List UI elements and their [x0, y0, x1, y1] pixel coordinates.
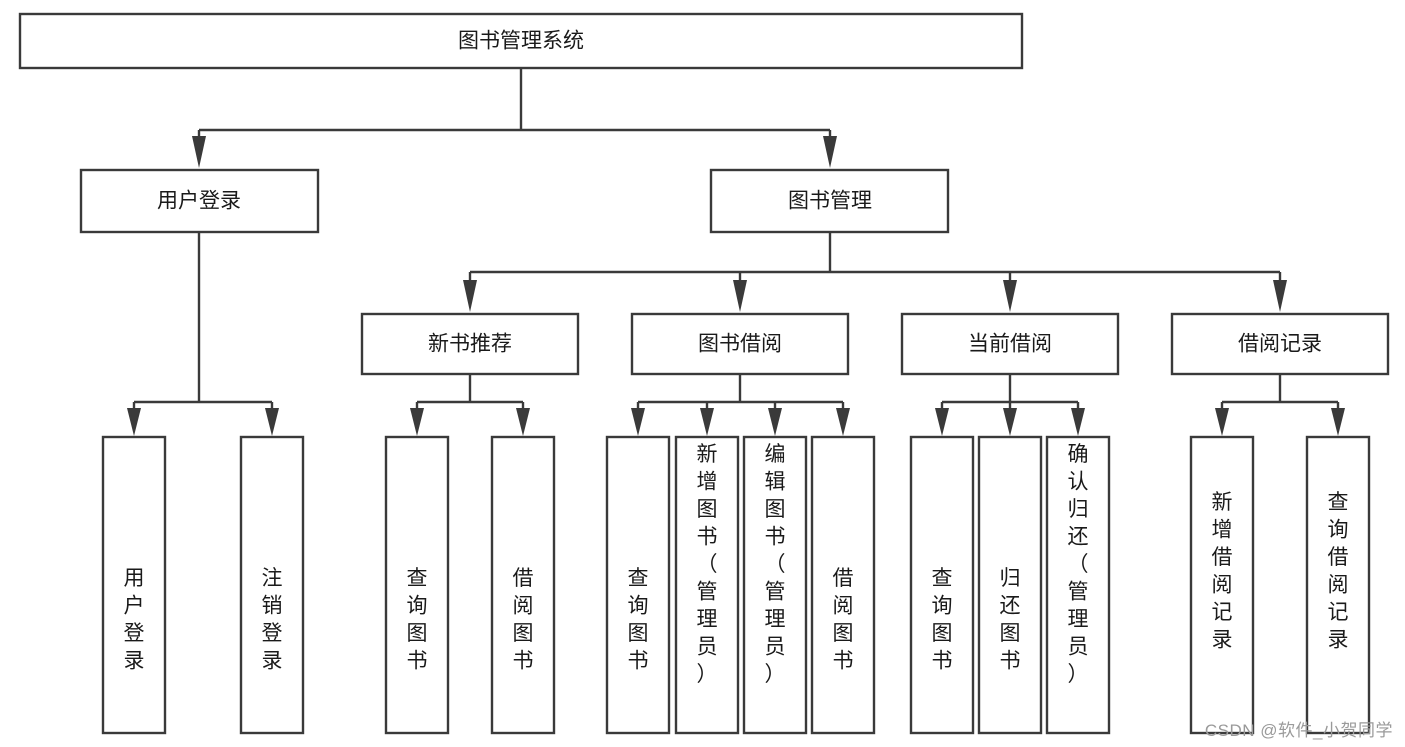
node-leaf-current-borrow-3[interactable]: 确认归还（管理员） — [1045, 435, 1111, 735]
node-leaf-borrow-record-1-box — [1189, 435, 1255, 735]
node-new-book-recommend[interactable]: 新书推荐 — [360, 312, 580, 376]
node-leaf-new-book-2-box — [490, 435, 556, 735]
connector-group-book-borrow — [631, 374, 850, 436]
node-leaf-current-borrow-1-box — [909, 435, 975, 735]
node-current-borrow-label: 当前借阅 — [968, 333, 1052, 356]
connector-group-user-login — [127, 232, 279, 436]
node-root-system-label: 图书管理系统 — [458, 30, 584, 53]
node-borrow-record-box — [1170, 312, 1390, 376]
arrowhead-book-mgmt — [823, 136, 837, 168]
node-new-book-recommend-box — [360, 312, 580, 376]
node-leaf-borrow-record-2[interactable]: 查询借阅记录 — [1305, 435, 1371, 735]
arrowhead-leaf-borrow-record-2 — [1331, 408, 1345, 436]
node-leaf-new-book-1[interactable]: 查询图书 — [384, 435, 450, 735]
arrowhead-leaf-book-borrow-4 — [836, 408, 850, 436]
node-leaf-borrow-record-1[interactable]: 新增借阅记录 — [1189, 435, 1255, 735]
node-leaf-book-borrow-3[interactable]: 编辑图书（管理员） — [742, 435, 808, 735]
connector-group-borrow-record — [1215, 374, 1345, 436]
arrowhead-leaf-new-book-2 — [516, 408, 530, 436]
node-leaf-user-login-1[interactable]: 用户登录 — [101, 435, 167, 735]
connector-group-current-borrow — [935, 374, 1085, 436]
arrowhead-leaf-current-borrow-1 — [935, 408, 949, 436]
node-book-management[interactable]: 图书管理 — [709, 168, 950, 234]
arrowhead-borrow-record — [1273, 280, 1287, 312]
node-leaf-book-borrow-2[interactable]: 新增图书（管理员） — [674, 435, 740, 735]
arrowhead-user-login — [192, 136, 206, 168]
node-leaf-book-borrow-3-label: 编辑图书（管理员） — [765, 443, 786, 686]
node-leaf-new-book-1-box — [384, 435, 450, 735]
arrowhead-leaf-current-borrow-3 — [1071, 408, 1085, 436]
node-root-system-box — [18, 12, 1024, 70]
node-current-borrow-box — [900, 312, 1120, 376]
node-book-borrow[interactable]: 图书借阅 — [630, 312, 850, 376]
arrowhead-leaf-current-borrow-2 — [1003, 408, 1017, 436]
connector-group-root — [192, 68, 837, 168]
arrowhead-new-book — [463, 280, 477, 312]
arrowhead-book-borrow — [733, 280, 747, 312]
node-leaf-book-borrow-2-label: 新增图书（管理员） — [697, 443, 718, 686]
node-leaf-current-borrow-3-label: 确认归还（管理员） — [1068, 443, 1089, 686]
node-leaf-book-borrow-2-box — [674, 435, 740, 735]
node-leaf-current-borrow-2-label: 归还图书 — [1000, 567, 1021, 673]
node-leaf-user-login-2[interactable]: 注销登录 — [239, 435, 305, 735]
node-current-borrow[interactable]: 当前借阅 — [900, 312, 1120, 376]
arrowhead-leaf-borrow-record-1 — [1215, 408, 1229, 436]
node-leaf-current-borrow-2-box — [977, 435, 1043, 735]
watermark-text: CSDN @软件_小贺同学 — [1204, 721, 1393, 740]
node-user-login-box — [79, 168, 320, 234]
node-leaf-user-login-1-box — [101, 435, 167, 735]
arrowhead-leaf-user-login-1 — [127, 408, 141, 436]
arrowhead-leaf-user-login-2 — [265, 408, 279, 436]
node-leaf-current-borrow-1[interactable]: 查询图书 — [909, 435, 975, 735]
node-leaf-borrow-record-1-label: 新增借阅记录 — [1212, 491, 1233, 652]
node-user-login-label: 用户登录 — [157, 190, 241, 213]
node-leaf-book-borrow-1-label: 查询图书 — [628, 567, 649, 673]
connector-group-new-book — [410, 374, 530, 436]
node-leaf-borrow-record-2-box — [1305, 435, 1371, 735]
node-new-book-recommend-label: 新书推荐 — [428, 333, 512, 356]
node-leaf-user-login-2-label: 注销登录 — [262, 567, 283, 673]
node-borrow-record[interactable]: 借阅记录 — [1170, 312, 1390, 376]
node-leaf-borrow-record-2-label: 查询借阅记录 — [1328, 491, 1349, 652]
node-leaf-user-login-1-label: 用户登录 — [124, 567, 145, 673]
node-leaf-current-borrow-3-box — [1045, 435, 1111, 735]
node-book-borrow-box — [630, 312, 850, 376]
node-leaf-book-borrow-4-box — [810, 435, 876, 735]
node-leaf-book-borrow-3-box — [742, 435, 808, 735]
arrowhead-leaf-new-book-1 — [410, 408, 424, 436]
arrowhead-leaf-book-borrow-3 — [768, 408, 782, 436]
node-borrow-record-label: 借阅记录 — [1238, 333, 1322, 356]
node-book-borrow-label: 图书借阅 — [698, 333, 782, 356]
node-leaf-book-borrow-4-label: 借阅图书 — [833, 567, 854, 673]
node-leaf-current-borrow-2[interactable]: 归还图书 — [977, 435, 1043, 735]
node-user-login[interactable]: 用户登录 — [79, 168, 320, 234]
node-leaf-new-book-1-label: 查询图书 — [407, 567, 428, 673]
node-leaf-book-borrow-1[interactable]: 查询图书 — [605, 435, 671, 735]
node-leaf-new-book-2-label: 借阅图书 — [513, 567, 534, 673]
node-root-system[interactable]: 图书管理系统 — [18, 12, 1024, 70]
arrowhead-current-borrow — [1003, 280, 1017, 312]
node-book-management-box — [709, 168, 950, 234]
node-leaf-book-borrow-4[interactable]: 借阅图书 — [810, 435, 876, 735]
node-leaf-current-borrow-1-label: 查询图书 — [932, 567, 953, 673]
arrowhead-leaf-book-borrow-1 — [631, 408, 645, 436]
connector-group-book-mgmt — [463, 232, 1287, 312]
node-leaf-book-borrow-1-box — [605, 435, 671, 735]
arrowhead-leaf-book-borrow-2 — [700, 408, 714, 436]
node-book-management-label: 图书管理 — [788, 190, 872, 213]
node-leaf-user-login-2-box — [239, 435, 305, 735]
node-leaf-new-book-2[interactable]: 借阅图书 — [490, 435, 556, 735]
